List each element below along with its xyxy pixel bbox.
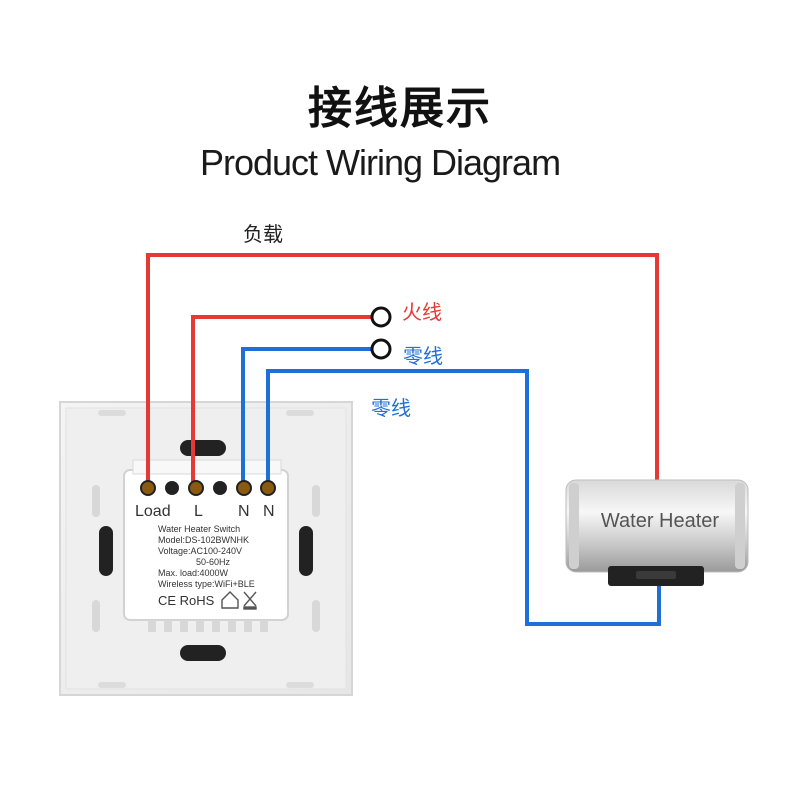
live-supply-terminal [370, 306, 392, 328]
module-terminals [140, 480, 276, 496]
cert-icons [221, 591, 257, 610]
load-label: 负载 [243, 222, 283, 246]
module-wireless: Wireless type:WiFi+BLE [158, 579, 255, 589]
terminal-label-l: L [194, 503, 203, 520]
live-wire [191, 315, 372, 486]
neutral-supply-terminal [370, 338, 392, 360]
terminal-label-load: Load [135, 503, 171, 520]
neutral-supply-label: 零线 [403, 344, 443, 368]
module-max-load: Max. load:4000W [158, 568, 229, 578]
switch-panel [59, 401, 353, 696]
water-heater [565, 479, 749, 586]
title-chinese: 接线展示 [308, 83, 492, 134]
module-certifications: CE RoHS [158, 593, 215, 608]
module-model: Model:DS-102BWNHK [158, 535, 250, 545]
bottom-pins [148, 620, 268, 632]
module-product-name: Water Heater Switch [158, 524, 241, 534]
live-label: 火线 [402, 300, 442, 324]
load-wire [146, 253, 659, 486]
title-english: Product Wiring Diagram [199, 142, 561, 183]
heater-label: Water Heater [600, 510, 720, 532]
terminal-label-n1: N [238, 503, 250, 520]
module-frequency: 50-60Hz [196, 557, 231, 567]
module-voltage: Voltage:AC100-240V [158, 546, 243, 556]
neutral-heater-label: 零线 [371, 396, 411, 420]
terminal-label-n2: N [263, 503, 275, 520]
neutral-supply-wire [241, 347, 372, 486]
neutral-heater-wire [266, 369, 661, 626]
